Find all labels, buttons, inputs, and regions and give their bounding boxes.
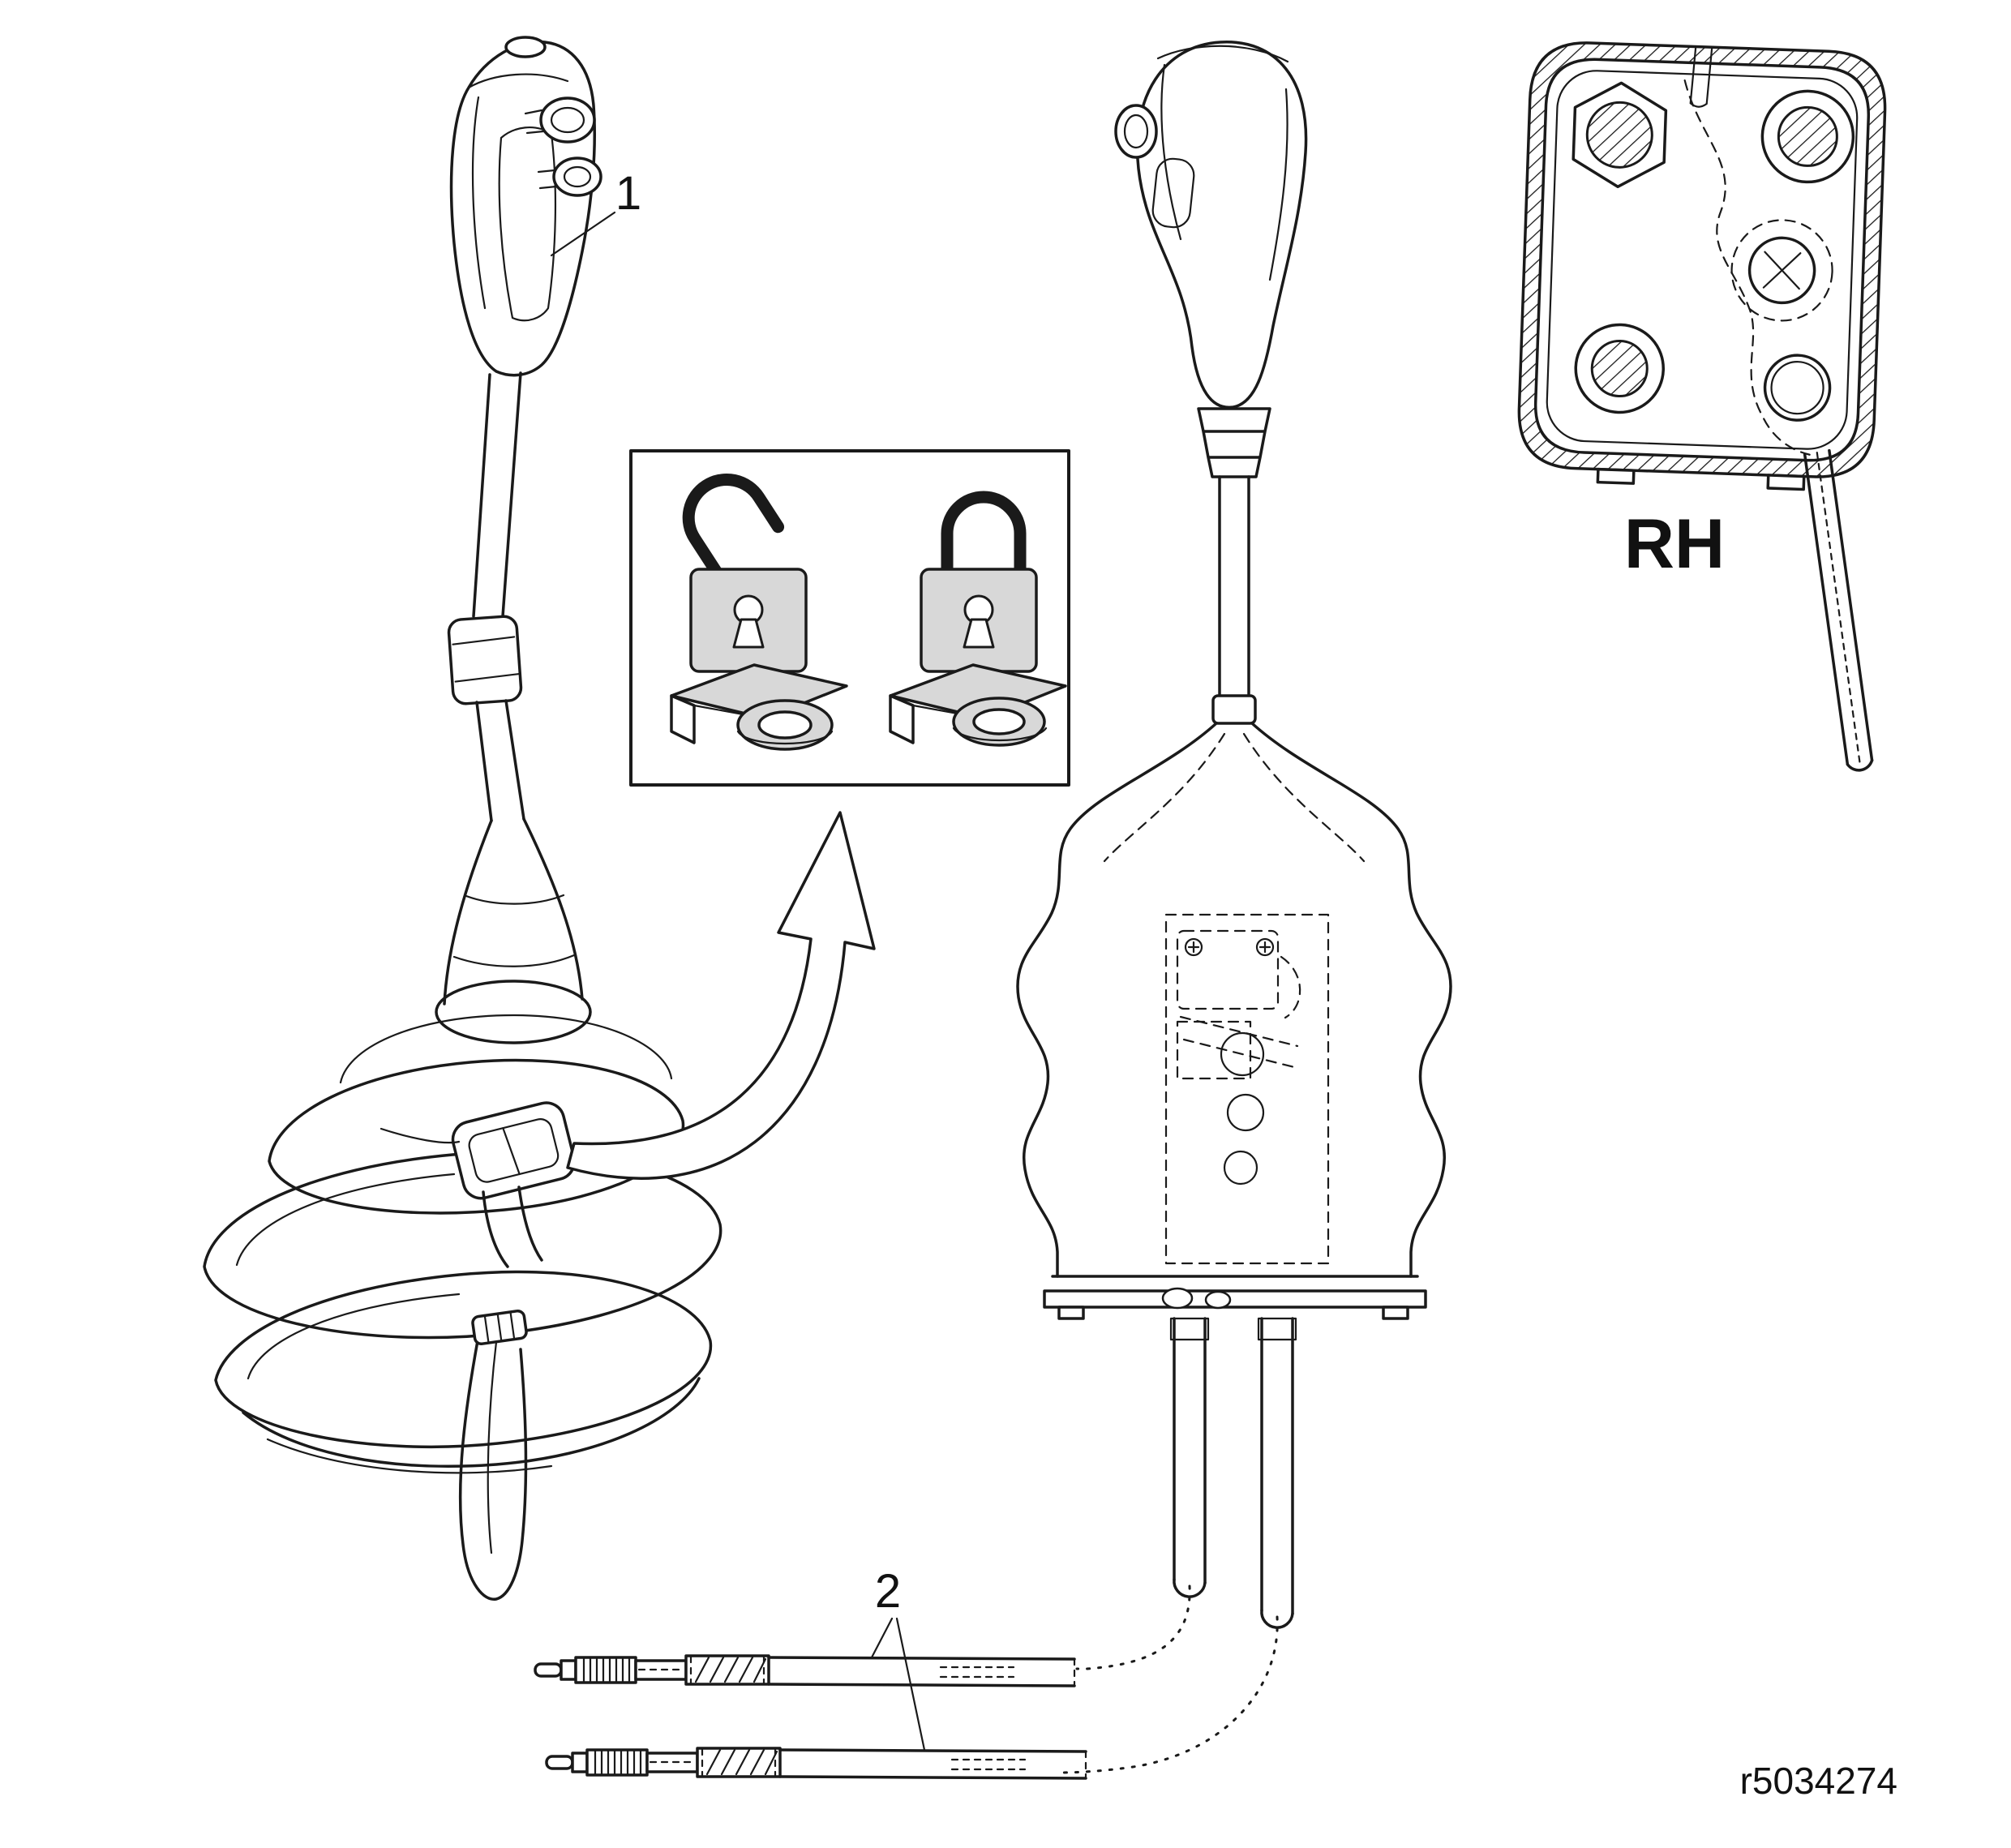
bolt-hole-bottom-left-icon bbox=[1574, 323, 1665, 414]
clamp-open-icon bbox=[670, 663, 848, 751]
front-bellows bbox=[1016, 722, 1452, 1320]
base-plate bbox=[1043, 1275, 1427, 1320]
padlock-open-icon bbox=[682, 473, 808, 673]
plug-icon bbox=[1763, 354, 1832, 422]
callout-1: 1 bbox=[550, 167, 641, 257]
callout-2: 2 bbox=[870, 1565, 926, 1752]
rubber-boot bbox=[203, 1014, 723, 1474]
boot-cone bbox=[435, 817, 592, 1044]
front-handle bbox=[1114, 41, 1308, 478]
bolt-hole-top-right-icon bbox=[1760, 89, 1855, 184]
joystick-side-view bbox=[203, 36, 723, 1601]
bellows-internals bbox=[1164, 913, 1330, 1265]
thumb-pad bbox=[1151, 157, 1195, 229]
front-shaft bbox=[1211, 475, 1257, 725]
lever-rod bbox=[1803, 448, 1874, 772]
callout-1-leader bbox=[550, 211, 616, 257]
part-ref: r5034274 bbox=[1740, 1760, 1897, 1802]
callout-2-leaders bbox=[870, 1617, 926, 1752]
joystick-front-view bbox=[1016, 41, 1452, 1774]
lock-inset-box bbox=[629, 449, 1070, 787]
handle-button-icon bbox=[524, 96, 596, 144]
rh-mounting-plate-view bbox=[1517, 41, 1887, 772]
callout-1-label: 1 bbox=[615, 167, 641, 220]
control-cables bbox=[534, 1654, 1087, 1780]
bolt-hole-hex-icon bbox=[1571, 81, 1668, 189]
handle-button-2-icon bbox=[537, 157, 602, 197]
front-handle-button-icon bbox=[1114, 104, 1158, 159]
screw-cross-icon bbox=[1730, 219, 1833, 322]
joystick-shaft bbox=[447, 371, 525, 822]
rh-label: RH bbox=[1624, 505, 1725, 583]
joystick-cables bbox=[1059, 1317, 1297, 1774]
callout-arrow bbox=[566, 811, 876, 1180]
cable-assembly-2 bbox=[545, 1747, 1087, 1780]
boot-clamp bbox=[451, 1101, 577, 1200]
top-button-icon bbox=[504, 36, 547, 58]
clamp-closed-icon bbox=[889, 663, 1067, 747]
callout-2-label: 2 bbox=[875, 1565, 901, 1618]
cable-assembly-1 bbox=[534, 1654, 1076, 1687]
joystick-handle bbox=[449, 36, 602, 377]
boot-strap bbox=[458, 1309, 528, 1601]
